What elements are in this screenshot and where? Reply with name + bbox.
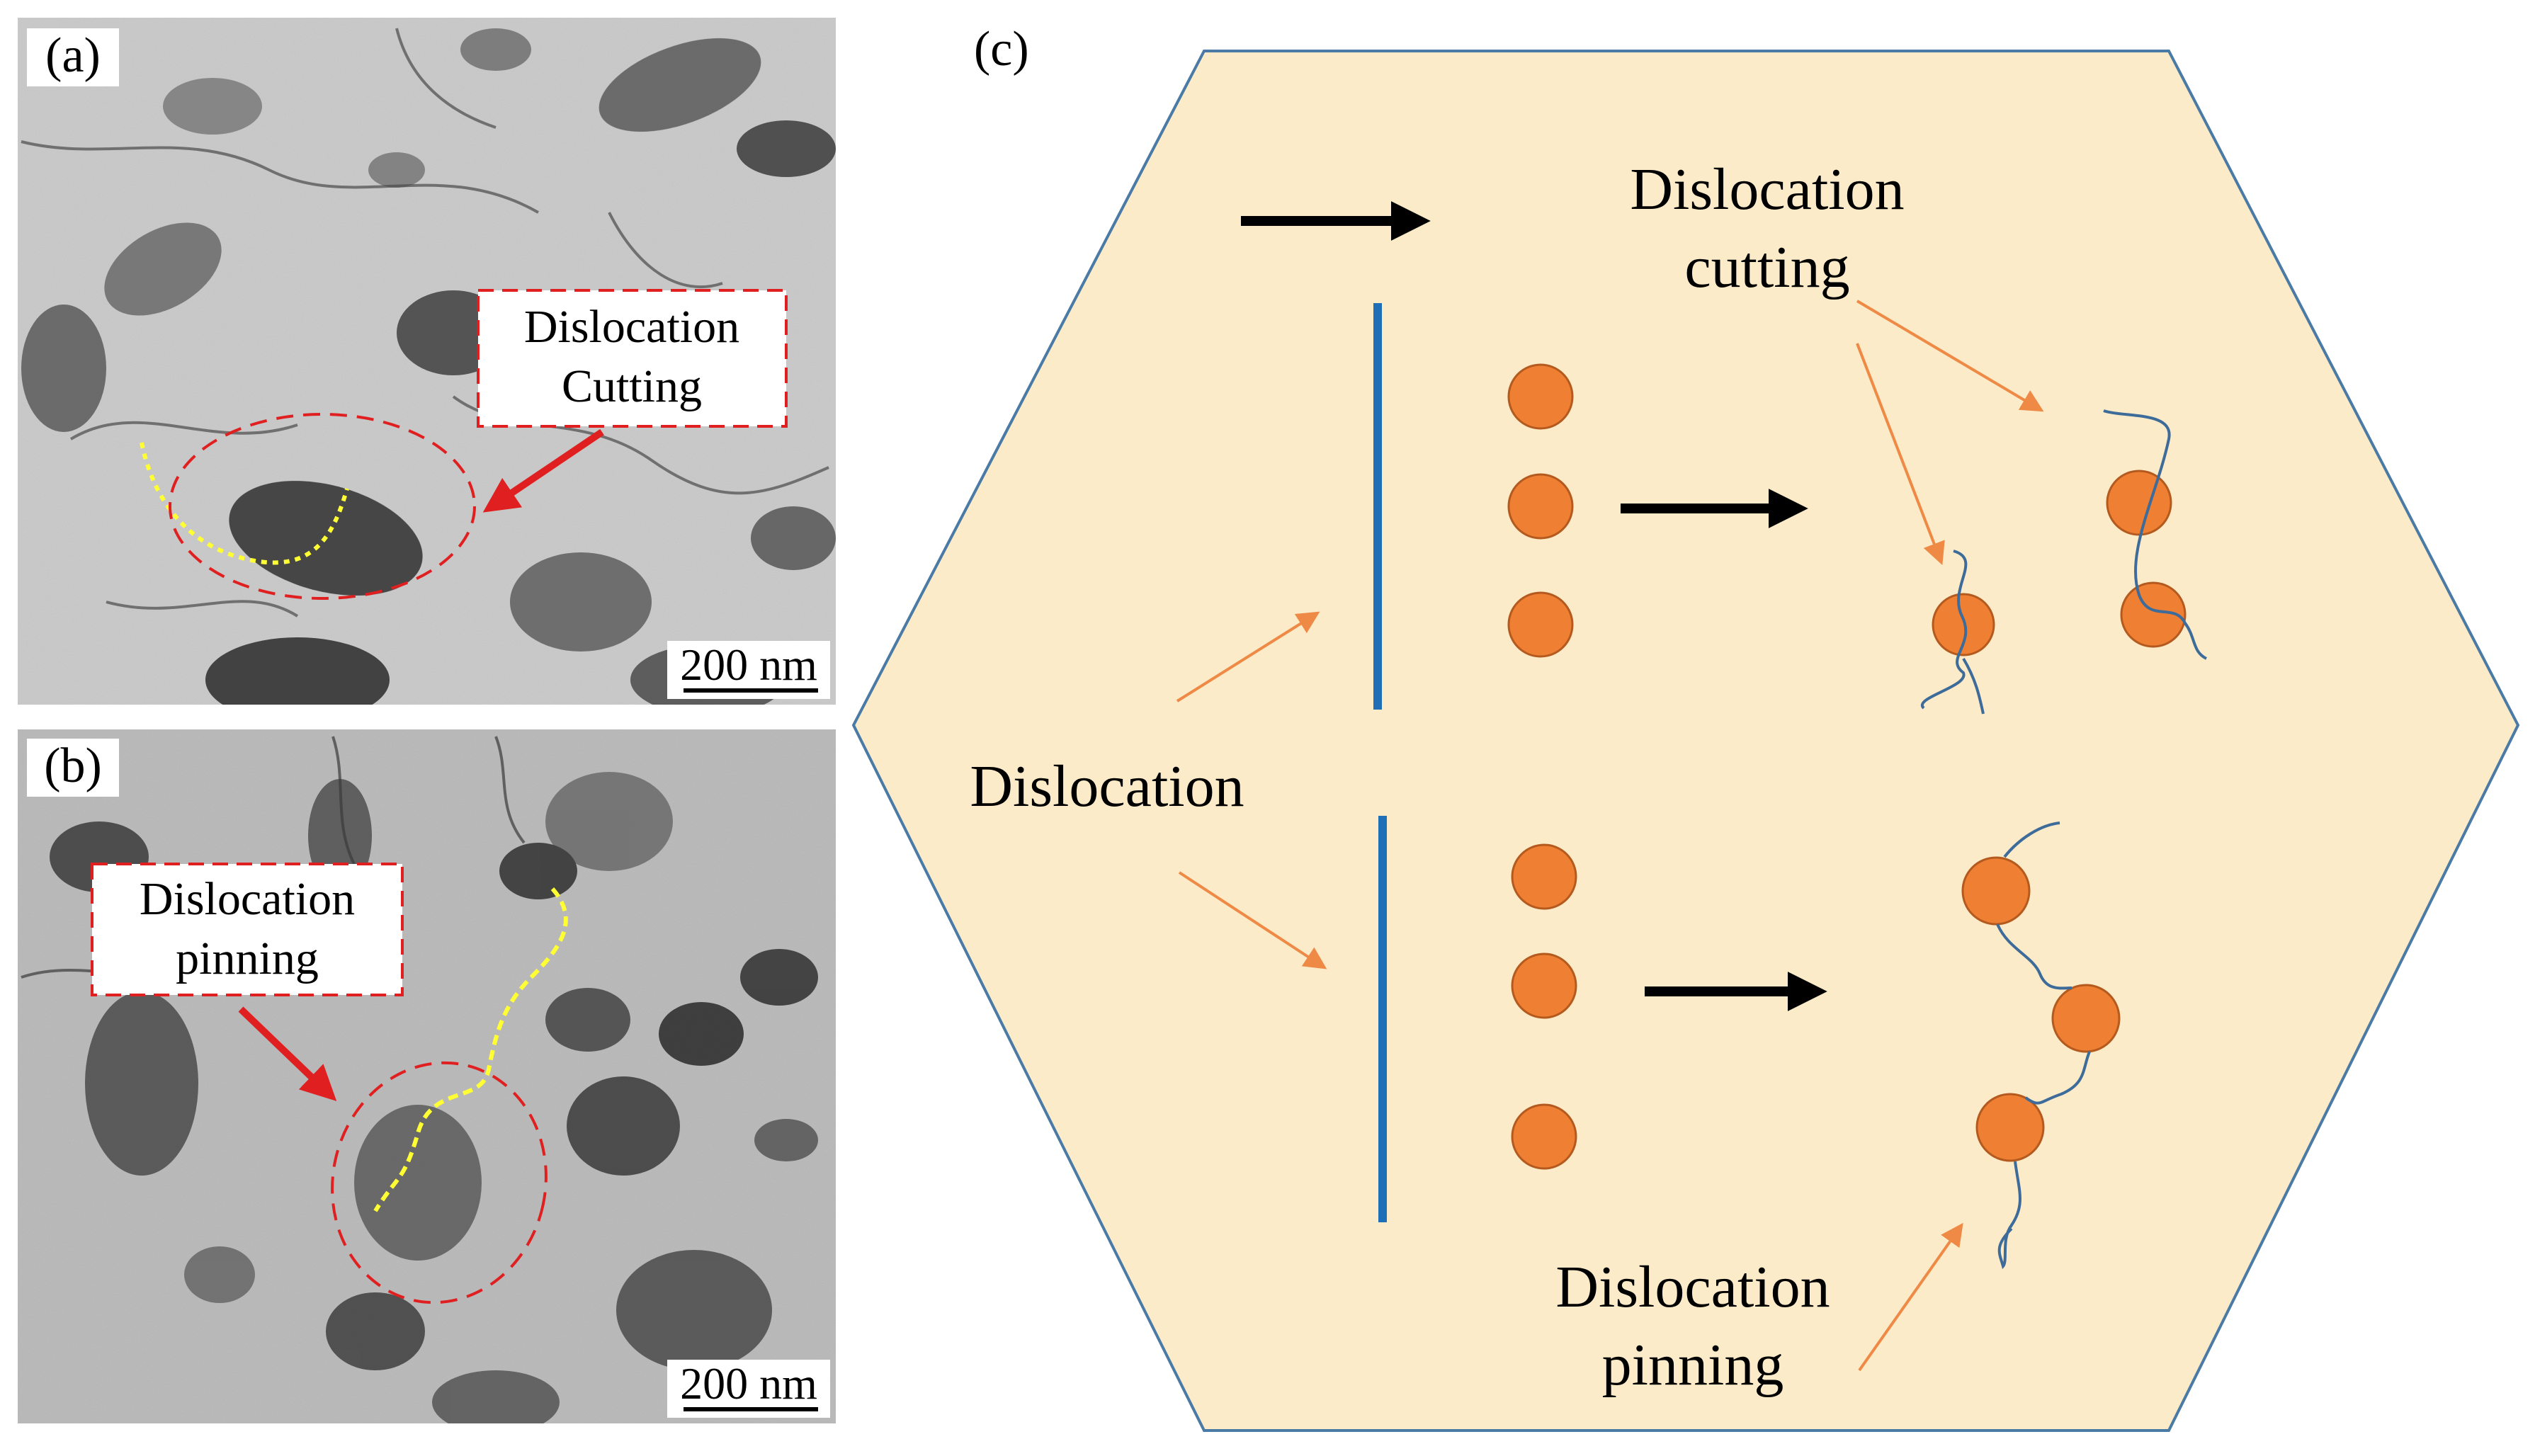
cut-particle	[2120, 581, 2187, 648]
panel-b-callout-line1: Dislocation	[140, 873, 355, 925]
dislocation-pointer-arrow-lower	[1178, 871, 1327, 969]
panel-c-label: (c)	[974, 22, 1029, 76]
pinning-label-line2: pinning	[1602, 1332, 1784, 1398]
panel-b-callout-arrow	[238, 1006, 337, 1101]
panel-b-label: (b)	[44, 739, 102, 793]
panel-b-micrograph	[18, 729, 836, 1423]
panel-b-label-box	[27, 739, 119, 797]
cut-particle	[2106, 470, 2172, 536]
cutting-dislocation-curve-1b	[1962, 657, 1985, 715]
panel-b-scale-text: 200 nm	[680, 1358, 817, 1409]
particle	[1507, 473, 1574, 540]
cutting-pointer-arrow-2	[1856, 343, 1945, 565]
cut-particle	[1932, 593, 1995, 656]
panel-a-callout-arrow	[482, 428, 604, 513]
pinning-label-line1: Dislocation	[1555, 1254, 1830, 1320]
pinning-dislocation-curve	[1996, 821, 2091, 1270]
panel-a-red-ellipse	[169, 413, 476, 600]
panel-a-callout-line1: Dislocation	[524, 301, 739, 353]
cutting-label-line1: Dislocation	[1630, 157, 1904, 222]
panel-a-scale-text: 200 nm	[680, 639, 817, 690]
pinned-particle	[2051, 984, 2121, 1053]
panel-a-callout-box	[477, 289, 788, 428]
dislocation-pointer-arrow-upper	[1176, 611, 1320, 703]
pinning-pointer-arrow	[1858, 1222, 1963, 1372]
panel-a-label: (a)	[45, 28, 101, 83]
particle	[1511, 843, 1577, 910]
particle	[1511, 1103, 1577, 1170]
particle	[1507, 363, 1574, 430]
panel-b-callout-box	[91, 863, 404, 996]
cutting-dislocation-curve-1	[1920, 550, 1968, 710]
panel-a-callout-line2: Cutting	[562, 360, 702, 412]
panel-a-label-box	[27, 28, 119, 86]
panel-b-red-ellipse	[331, 1061, 548, 1304]
panel-b-yellow-trace	[373, 887, 568, 1212]
cutting-dislocation-curve-2	[2103, 409, 2208, 660]
cutting-pointer-arrow-1	[1856, 300, 2044, 412]
particle	[1507, 591, 1574, 658]
panel-b-precipitates	[50, 772, 818, 1423]
pinned-particle	[1975, 1093, 2045, 1162]
cutting-label-line2: cutting	[1684, 234, 1849, 300]
hexagon-grain	[851, 50, 2520, 1432]
panel-b-callout-line2: pinning	[176, 933, 319, 984]
pinned-particle	[1961, 856, 2031, 926]
dislocation-label: Dislocation	[970, 753, 1244, 819]
panel-a-yellow-trace	[140, 442, 349, 565]
particle	[1511, 952, 1577, 1019]
